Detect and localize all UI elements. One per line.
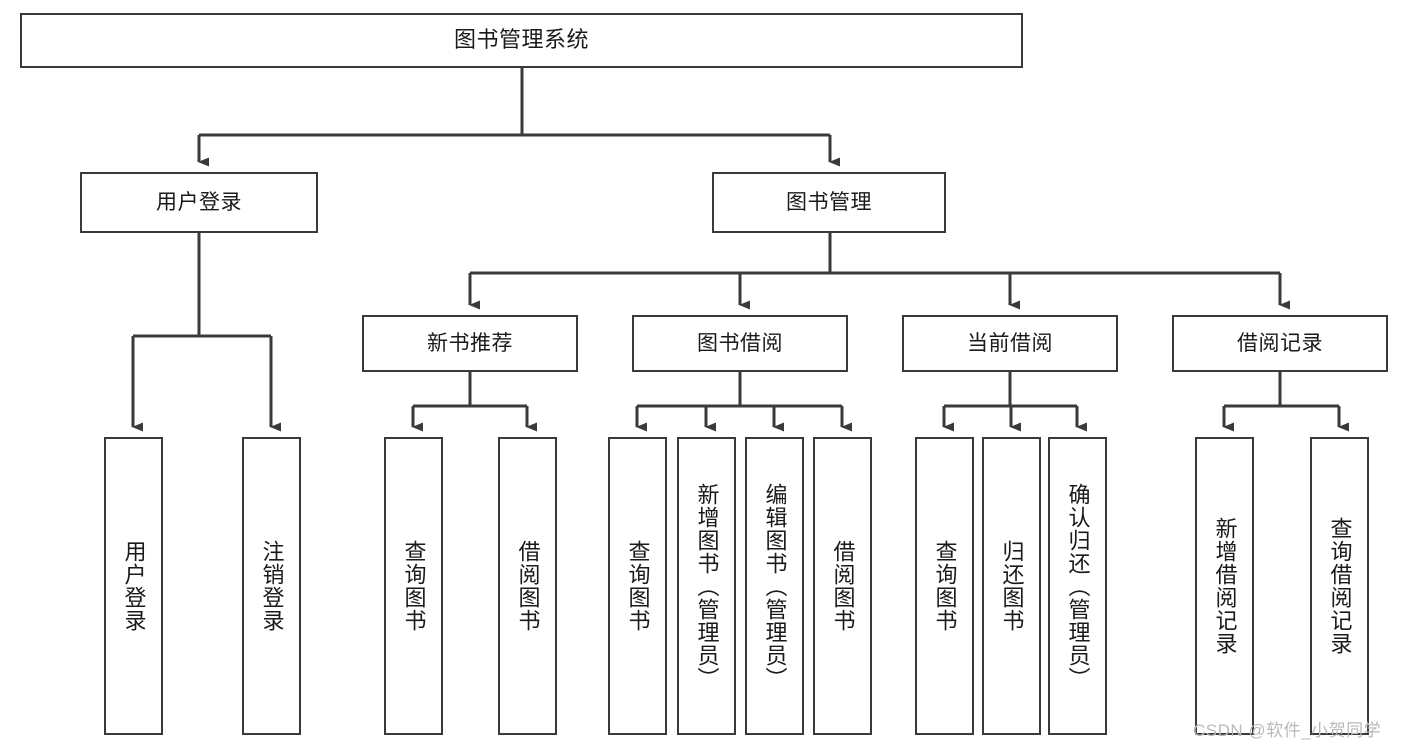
- node-label: 查询图书: [625, 540, 651, 632]
- node-label: 新增借阅记录: [1212, 517, 1238, 655]
- leaf-book-borrow-borrow-book[interactable]: 借阅图书: [813, 437, 872, 735]
- node-label: 图书借阅: [697, 331, 783, 355]
- node-borrow-record[interactable]: 借阅记录: [1172, 315, 1388, 372]
- leaf-book-borrow-query-book[interactable]: 查询图书: [608, 437, 667, 735]
- node-root-book-management-system[interactable]: 图书管理系统: [20, 13, 1023, 68]
- leaf-user-login-logout[interactable]: 注销登录: [242, 437, 301, 735]
- node-label: 确认归还（管理员）: [1065, 482, 1091, 690]
- node-new-book-recommend[interactable]: 新书推荐: [362, 315, 578, 372]
- leaf-current-borrow-return-book[interactable]: 归还图书: [982, 437, 1041, 735]
- leaf-book-borrow-edit-book-admin[interactable]: 编辑图书（管理员）: [745, 437, 804, 735]
- node-label: 借阅记录: [1237, 331, 1323, 355]
- node-label: 归还图书: [999, 540, 1025, 632]
- leaf-new-book-query-book[interactable]: 查询图书: [384, 437, 443, 735]
- leaf-new-book-borrow-book[interactable]: 借阅图书: [498, 437, 557, 735]
- leaf-current-borrow-confirm-return-admin[interactable]: 确认归还（管理员）: [1048, 437, 1107, 735]
- node-user-login[interactable]: 用户登录: [80, 172, 318, 233]
- leaf-user-login-login[interactable]: 用户登录: [104, 437, 163, 735]
- node-label: 用户登录: [156, 190, 242, 214]
- node-label: 当前借阅: [967, 331, 1053, 355]
- node-book-management[interactable]: 图书管理: [712, 172, 946, 233]
- leaf-borrow-record-query-record[interactable]: 查询借阅记录: [1310, 437, 1369, 735]
- node-label: 注销登录: [259, 540, 285, 632]
- node-label: 编辑图书（管理员）: [762, 482, 788, 690]
- node-label: 图书管理系统: [453, 27, 589, 53]
- leaf-book-borrow-add-book-admin[interactable]: 新增图书（管理员）: [677, 437, 736, 735]
- watermark: CSDN @软件_小贺同学: [1193, 721, 1382, 740]
- node-label: 查询借阅记录: [1327, 517, 1353, 655]
- node-label: 新书推荐: [427, 331, 513, 355]
- node-label: 查询图书: [401, 540, 427, 632]
- node-label: 图书管理: [786, 190, 872, 214]
- node-label: 借阅图书: [515, 540, 541, 632]
- node-book-borrow[interactable]: 图书借阅: [632, 315, 848, 372]
- node-label: 借阅图书: [830, 540, 856, 632]
- leaf-current-borrow-query-book[interactable]: 查询图书: [915, 437, 974, 735]
- node-label: 用户登录: [121, 540, 147, 632]
- node-label: 查询图书: [932, 540, 958, 632]
- node-current-borrow[interactable]: 当前借阅: [902, 315, 1118, 372]
- leaf-borrow-record-add-record[interactable]: 新增借阅记录: [1195, 437, 1254, 735]
- node-label: 新增图书（管理员）: [694, 482, 720, 690]
